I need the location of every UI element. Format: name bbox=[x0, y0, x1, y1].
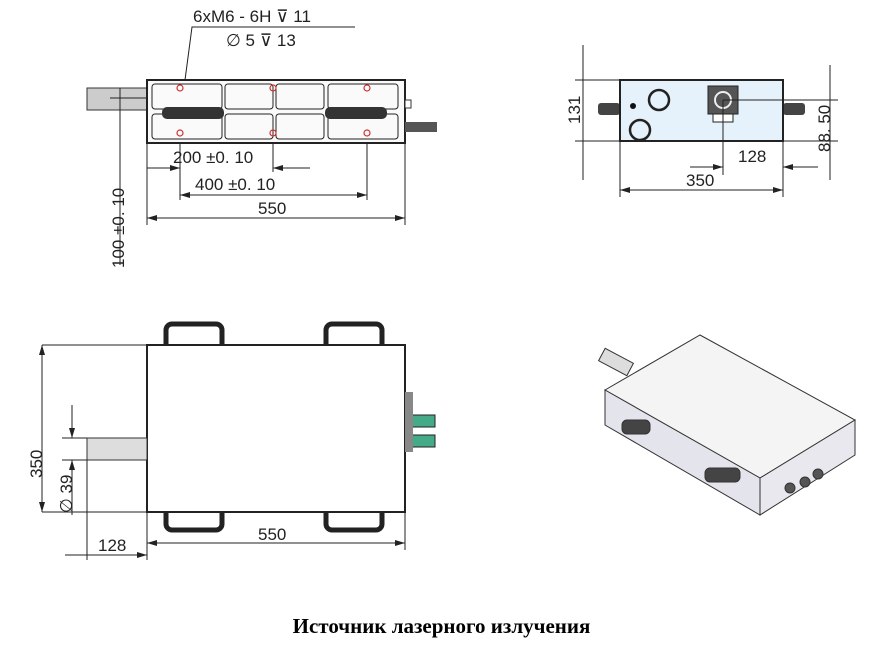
dim-350: 350 bbox=[27, 450, 46, 478]
thread-callout: 6xM6 - 6H ⊽ 11 bbox=[193, 7, 311, 26]
shaft bbox=[86, 437, 148, 461]
connector bbox=[405, 122, 437, 132]
top-view: 6xM6 - 6H ⊽ 11 ∅ 5 ⊽ 13 200 ±0. 10 400 ±… bbox=[86, 7, 437, 268]
dim-100: 100 ±0. 10 bbox=[109, 188, 128, 268]
handle bbox=[162, 107, 224, 119]
side-view: 131 88. 50 128 350 bbox=[565, 45, 838, 197]
dim-400: 400 ±0. 10 bbox=[195, 175, 275, 194]
dim-550: 550 bbox=[258, 525, 286, 544]
front-view: 350 ∅ 39 550 128 bbox=[27, 321, 436, 560]
dim-350: 350 bbox=[686, 171, 714, 190]
mounting-holes bbox=[176, 84, 371, 137]
shaft bbox=[86, 87, 148, 111]
dim-200: 200 ±0. 10 bbox=[173, 148, 253, 167]
dim-131: 131 bbox=[565, 96, 584, 124]
dim-d39: ∅ 39 bbox=[57, 475, 76, 513]
hole-callout: ∅ 5 ⊽ 13 bbox=[226, 31, 296, 50]
handle bbox=[325, 107, 387, 119]
isometric-view bbox=[597, 334, 856, 516]
dim-128: 128 bbox=[738, 147, 766, 166]
dim-550: 550 bbox=[258, 199, 286, 218]
housing-front bbox=[146, 344, 406, 513]
figure-caption: Источник лазерного излучения bbox=[292, 614, 591, 638]
dim-128: 128 bbox=[98, 536, 126, 555]
dim-88-50: 88. 50 bbox=[815, 105, 834, 152]
side-panel bbox=[619, 79, 784, 142]
